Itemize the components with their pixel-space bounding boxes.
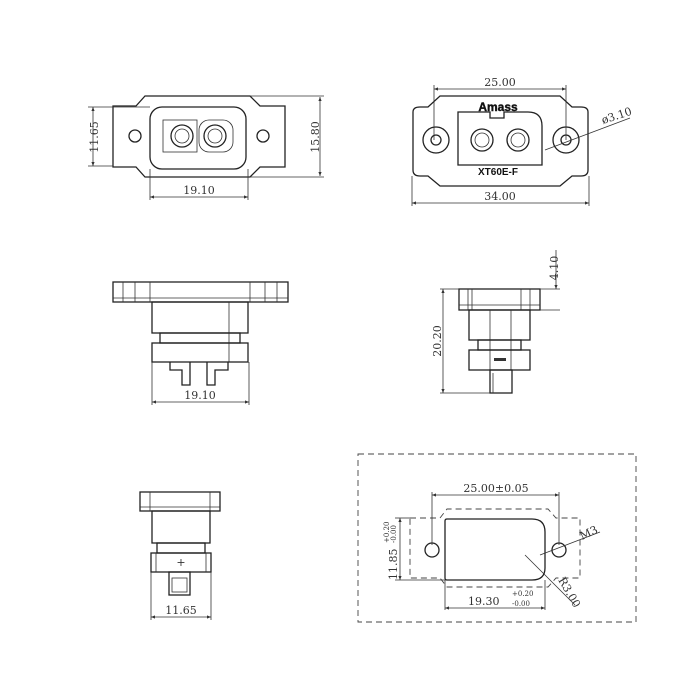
dim-width: 19.10 [184, 389, 216, 402]
polarity-mark: + [176, 556, 185, 569]
dim-flange: 4.10 [548, 256, 561, 281]
dim-hole-spacing: 25.00 [484, 76, 516, 89]
side-view: 20.20 4.10 [431, 250, 561, 394]
dim-total-width: 34.00 [484, 190, 516, 203]
brand-logo: Amass [478, 100, 518, 114]
dim-height-inner: 11.65 [88, 121, 101, 153]
dim-hole-diameter: ø3.10 [600, 105, 634, 127]
model-label: XT60E-F [478, 167, 518, 178]
dim-width: 11.65 [165, 604, 197, 617]
dim-height-tol-upper: +0.20 [383, 522, 391, 543]
dim-height-tol-lower: -0.00 [390, 525, 398, 543]
end-view: + 11.65 [139, 491, 221, 620]
dim-width-tol-upper: +0.20 [512, 590, 533, 598]
front-view: 19.10 [112, 281, 289, 405]
top-view-right: Amass XT60E-F 25.00 34.00 ø3.10 [411, 76, 634, 206]
dim-height: 20.20 [431, 325, 444, 357]
corner-radius: R3.00 [555, 575, 583, 610]
top-view-left: 11.65 15.80 19.10 [88, 95, 324, 200]
dim-width: 19.30 [468, 595, 500, 608]
dim-width-tol-lower: -0.00 [512, 600, 530, 608]
dim-height-outer: 15.80 [309, 121, 322, 153]
dim-width: 19.10 [183, 184, 215, 197]
panel-cutout-view: 25.00±0.05 11.85 +0.20 -0.00 19.30 +0.20… [357, 453, 637, 623]
dim-height: 11.85 [387, 549, 400, 581]
dim-hole-spacing: 25.00±0.05 [463, 482, 528, 495]
screw-size: M3 [578, 523, 600, 543]
